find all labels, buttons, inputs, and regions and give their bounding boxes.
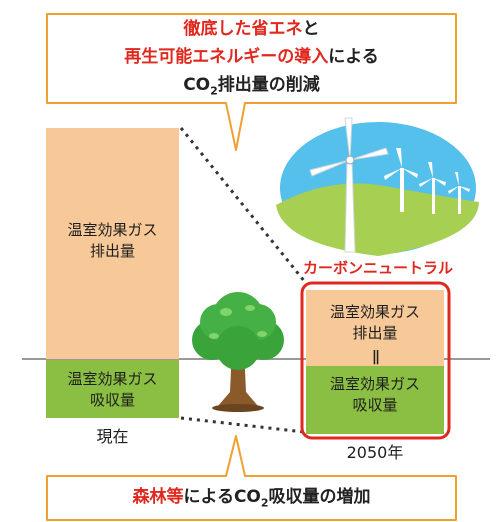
future-absorption-bar: [306, 366, 444, 434]
future-emission-bar: [306, 290, 444, 366]
present-absorption-label: 温室効果ガス 吸収量: [46, 369, 179, 411]
bottom-co2-subscript: 2: [260, 496, 269, 510]
co2-subscript: 2: [210, 84, 218, 98]
future-caption: 2050年: [346, 443, 404, 462]
future-absorption-label: 温室効果ガス 吸収量: [306, 374, 444, 416]
future-emission-line-1: 温室効果ガス: [329, 303, 420, 321]
present-emission-line-2: 排出量: [89, 242, 135, 260]
energy-saving-text: 徹底した省エネ: [183, 19, 303, 39]
forest-text: 森林等: [132, 487, 184, 507]
carbon-neutral-highlight: [300, 281, 451, 440]
absorption-increase-text: 吸収量の増加: [268, 487, 371, 507]
present-absorption-line-2: 吸収量: [89, 391, 135, 409]
equals-sign: ||: [371, 349, 380, 365]
bottom-co2-prefix: によるCO: [183, 487, 261, 507]
future-absorption-line-2: 吸収量: [352, 396, 398, 414]
tree-illustration: [192, 292, 284, 412]
present-caption: 現在: [96, 427, 129, 446]
present-absorption-line-1: 温室効果ガス: [67, 370, 158, 388]
wind-farm-illustration: [276, 117, 479, 256]
top-line2-suffix: による: [328, 47, 379, 67]
top-callout-line-2: 再生可能エネルギーの導入による: [47, 44, 456, 70]
present-absorption-bar: [46, 360, 179, 418]
future-absorption-line-1: 温室効果ガス: [329, 375, 420, 393]
emission-trend-line: [179, 127, 307, 283]
co2-prefix: CO: [183, 75, 211, 95]
present-emission-label: 温室効果ガス 排出量: [46, 220, 179, 262]
future-emission-label: 温室効果ガス 排出量: [306, 302, 444, 344]
top-line1-suffix: と: [302, 19, 320, 39]
bottom-callout-text: 森林等によるCO2吸収量の増加: [47, 484, 456, 516]
carbon-neutral-title: カーボンニュートラル: [302, 259, 453, 277]
emission-reduction-text: 排出量の削減: [217, 75, 320, 95]
top-callout-line-1: 徹底した省エネと: [47, 16, 456, 42]
renewable-energy-text: 再生可能エネルギーの導入: [124, 47, 329, 67]
present-emission-line-1: 温室効果ガス: [67, 221, 158, 239]
top-callout-frame: [46, 13, 457, 151]
top-callout-line-3: CO2排出量の削減: [47, 72, 456, 104]
present-emission-bar: [46, 128, 179, 359]
future-emission-line-2: 排出量: [352, 324, 398, 342]
